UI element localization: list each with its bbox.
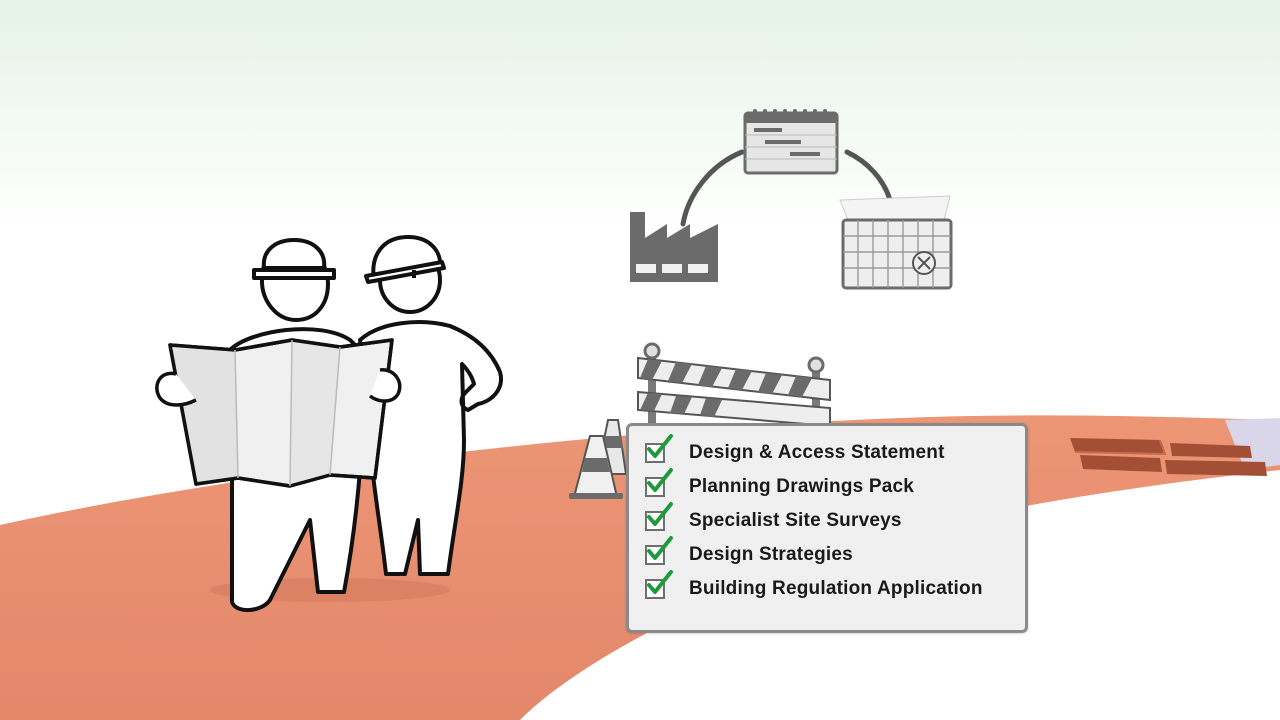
- checklist-item: Planning Drawings Pack: [645, 468, 1025, 504]
- road-barrier-icon: [637, 342, 831, 430]
- checkbox-checked-icon: [645, 502, 673, 531]
- checklist-item: Design Strategies: [645, 536, 1025, 572]
- checklist-item-label: Building Regulation Application: [689, 578, 983, 599]
- gantt-calendar-icon: [743, 109, 839, 175]
- checklist-item-label: Design Strategies: [689, 544, 853, 565]
- deliverables-checklist: Design & Access Statement Planning Drawi…: [626, 423, 1028, 633]
- checkbox-checked-icon: [645, 468, 673, 497]
- checklist-item-label: Design & Access Statement: [689, 442, 945, 463]
- purple-plot: [1225, 418, 1280, 470]
- blueprint-map-icon: [155, 338, 402, 488]
- checklist-item: Design & Access Statement: [645, 434, 1025, 470]
- checklist-item-label: Planning Drawings Pack: [689, 476, 915, 497]
- checklist-item: Specialist Site Surveys: [645, 502, 1025, 538]
- checkbox-checked-icon: [645, 570, 673, 599]
- checklist-item-label: Specialist Site Surveys: [689, 510, 902, 531]
- calendar-cancel-icon: [839, 195, 953, 290]
- trench-icon: [1070, 438, 1267, 476]
- cycle-arc-right: [844, 149, 893, 203]
- traffic-cone-icon: [569, 419, 628, 499]
- checkbox-checked-icon: [645, 536, 673, 565]
- cycle-arc-left: [680, 149, 745, 227]
- checkbox-checked-icon: [645, 434, 673, 463]
- factory-icon: [630, 212, 718, 282]
- checklist-item: Building Regulation Application: [645, 570, 1025, 606]
